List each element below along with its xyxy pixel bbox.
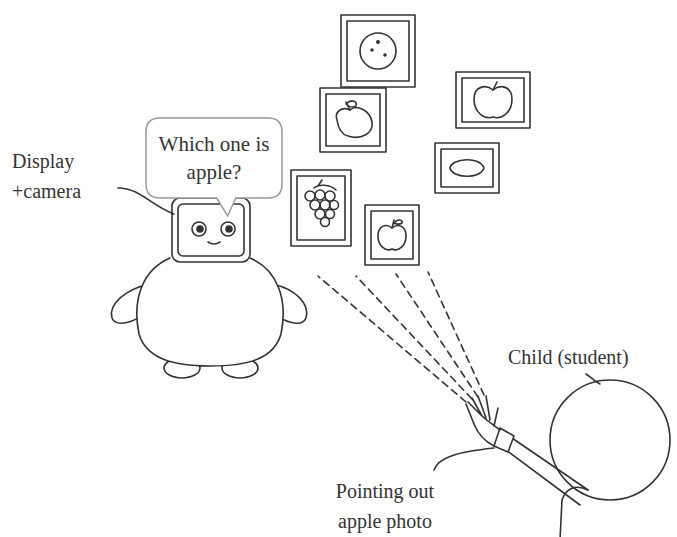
lemon-frame <box>435 143 499 193</box>
robot-pupil <box>226 226 232 232</box>
grape <box>315 190 325 200</box>
frame-inner <box>462 78 524 122</box>
speech-bubble-shape <box>146 118 282 198</box>
child-arm <box>506 438 588 505</box>
orange-fruit <box>360 33 396 69</box>
grapes-stem <box>314 180 336 190</box>
frame-outer <box>320 88 386 152</box>
callout-label: Child (student) <box>508 342 677 372</box>
frame-outer <box>341 15 415 87</box>
leader-line <box>434 448 494 470</box>
frame-outer <box>456 72 530 128</box>
lemon-fruit <box>450 160 484 177</box>
child-head <box>550 380 670 500</box>
apple-fruit <box>474 87 512 118</box>
apple-leaf <box>394 220 402 224</box>
apple-stem <box>493 82 497 90</box>
robot-body <box>137 258 283 366</box>
child <box>466 380 670 537</box>
pointing-lines <box>318 272 484 402</box>
child-hand <box>466 396 500 446</box>
robot-pupil <box>197 226 203 232</box>
robot-eye <box>221 222 235 236</box>
pear-frame <box>320 88 386 152</box>
orange-dot <box>384 54 386 56</box>
robot-display <box>172 198 250 262</box>
frame-outer <box>365 205 419 265</box>
frame-outer <box>291 170 351 246</box>
frame-inner <box>371 211 413 259</box>
frame-inner <box>441 149 493 187</box>
speech-text: Which one is apple? <box>146 130 282 186</box>
pear-leaf <box>346 101 356 107</box>
pear-fruit <box>336 108 372 138</box>
child-wristband <box>494 428 514 452</box>
speech-bubble: Which one is apple? <box>146 118 282 198</box>
grape <box>321 218 330 227</box>
orange-dot <box>377 41 379 43</box>
apple-stem <box>392 220 394 228</box>
grapes-fruit <box>305 190 339 227</box>
robot <box>111 198 306 378</box>
apple-fruit <box>378 226 406 250</box>
frame-inner <box>347 21 409 81</box>
leader-line <box>586 374 600 384</box>
robot-mouth <box>208 242 220 244</box>
frame-outer <box>435 143 499 193</box>
robot-screen <box>178 204 244 256</box>
apple-frame-large <box>456 72 530 128</box>
pointing-line <box>428 272 484 395</box>
orange-frame <box>341 15 415 87</box>
frame-inner <box>326 94 380 146</box>
grape <box>330 201 339 210</box>
speech-bubble-outline <box>146 118 282 216</box>
grapes-frame <box>291 170 351 246</box>
robot-eye <box>192 222 206 236</box>
pointing-line <box>356 276 472 399</box>
pointing-line <box>318 276 466 402</box>
frame-inner <box>297 176 345 240</box>
apple-frame-small <box>365 205 419 265</box>
callout-label: Pointing out apple photo <box>312 476 458 536</box>
child-body <box>560 487 588 537</box>
callout-label: Display +camera <box>12 146 104 206</box>
orange-dot <box>371 49 373 51</box>
